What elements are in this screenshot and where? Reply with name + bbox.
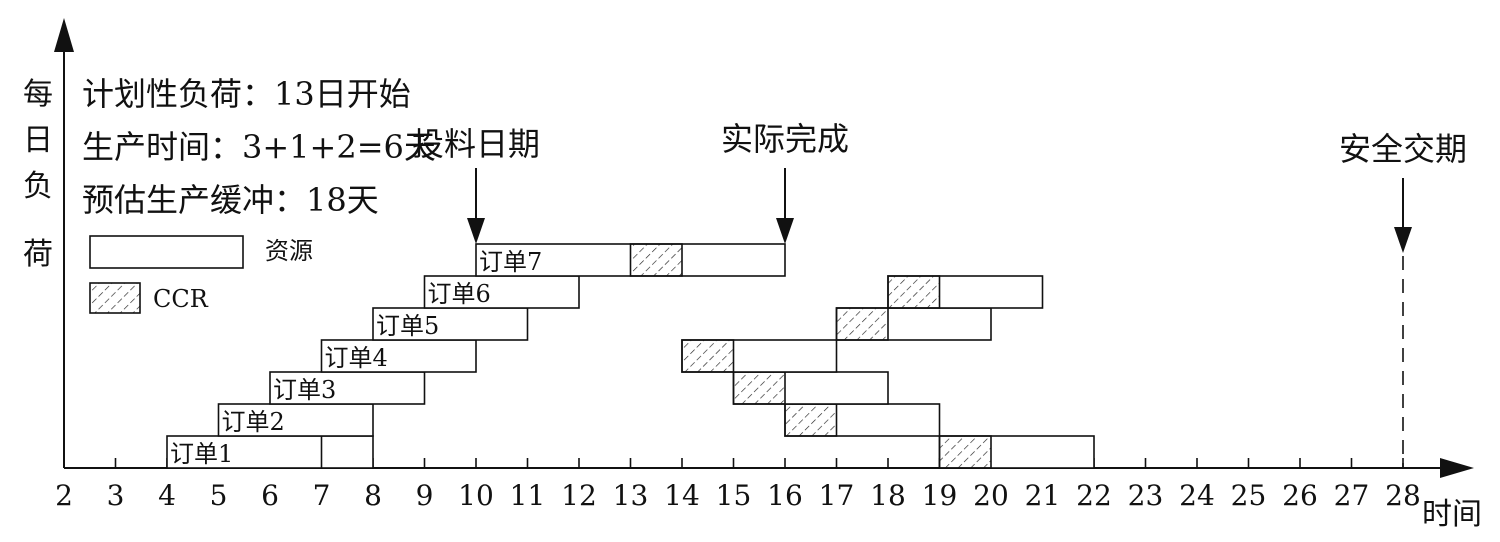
y-axis-label: 每 日 负 荷 xyxy=(23,77,53,272)
marker-actual-label: 实际完成 xyxy=(721,120,849,158)
marker-safe-arrowhead xyxy=(1394,227,1412,253)
x-tick-label: 4 xyxy=(158,479,176,512)
y-axis-label-char: 日 xyxy=(23,123,53,158)
y-axis-arrow xyxy=(54,18,74,52)
x-axis-arrow xyxy=(1440,458,1474,478)
legend: 资源 CCR xyxy=(89,235,313,314)
ccr-segment xyxy=(681,339,735,373)
x-tick-label: 20 xyxy=(973,479,1009,512)
x-tick-label: 18 xyxy=(870,479,906,512)
legend-resource-swatch xyxy=(89,235,244,269)
x-tick-label: 7 xyxy=(313,479,331,512)
order-bar xyxy=(217,403,374,437)
order-bar xyxy=(269,371,426,405)
marker-actual-arrowhead xyxy=(776,218,794,244)
info-block: 计划性负荷：13日开始 生产时间：3+1+2=6天 预估生产缓冲：18天 xyxy=(82,75,436,219)
legend-ccr-swatch xyxy=(89,282,141,314)
ccr-segment xyxy=(732,371,786,405)
order-label: 订单1 xyxy=(170,440,233,468)
order-label: 订单2 xyxy=(222,408,285,436)
x-tick-label: 3 xyxy=(107,479,125,512)
gantt-bars: 订单1 订单2 订单3 订单4 订单5 订单6 订单7 xyxy=(166,243,1095,469)
x-tick-label: 16 xyxy=(767,479,803,512)
ccr-segment xyxy=(784,403,838,437)
x-tick-label: 13 xyxy=(613,479,649,512)
marker-actual: 实际完成 xyxy=(721,120,849,244)
x-tick-label: 19 xyxy=(922,479,958,512)
y-axis-label-char: 每 xyxy=(23,77,53,112)
marker-safe: 安全交期 xyxy=(1339,130,1467,468)
order-label: 订单6 xyxy=(428,280,491,308)
marker-release-label: 投料日期 xyxy=(412,125,540,163)
x-tick-label: 2 xyxy=(55,479,73,512)
x-tick-label: 6 xyxy=(261,479,279,512)
x-tick-label: 8 xyxy=(364,479,382,512)
order-label: 订单7 xyxy=(479,248,542,276)
order-label: 订单4 xyxy=(325,344,388,372)
order-label: 订单3 xyxy=(273,376,336,404)
x-tick-label: 21 xyxy=(1025,479,1061,512)
y-axis-label-char: 荷 xyxy=(23,237,53,272)
info-line-schedule: 计划性负荷：13日开始 xyxy=(82,75,411,113)
y-axis-label-char: 负 xyxy=(23,169,53,204)
x-tick-label: 22 xyxy=(1076,479,1112,512)
ccr-segment xyxy=(938,435,992,469)
x-tick-label: 17 xyxy=(819,479,855,512)
info-line-production-time: 生产时间：3+1+2=6天 xyxy=(82,128,436,166)
x-tick-label: 15 xyxy=(716,479,752,512)
x-axis-label: 时间 xyxy=(1422,497,1482,532)
x-tick-label: 24 xyxy=(1179,479,1215,512)
x-tick-label: 12 xyxy=(561,479,597,512)
x-tick-label: 25 xyxy=(1231,479,1267,512)
marker-safe-label: 安全交期 xyxy=(1339,130,1467,168)
order-bar xyxy=(166,435,374,469)
ccr-segment xyxy=(629,243,683,277)
legend-resource-label: 资源 xyxy=(265,237,313,265)
marker-release-arrowhead xyxy=(467,218,485,244)
x-tick-label: 10 xyxy=(458,479,494,512)
x-tick-label: 9 xyxy=(416,479,434,512)
order-bar xyxy=(372,307,529,341)
x-tick-label: 26 xyxy=(1282,479,1318,512)
x-tick-label: 5 xyxy=(210,479,228,512)
legend-ccr-label: CCR xyxy=(153,285,209,313)
x-tick-label: 27 xyxy=(1334,479,1370,512)
x-tick-label: 11 xyxy=(510,479,546,512)
order-label: 订单5 xyxy=(376,312,439,340)
x-tick-label: 14 xyxy=(664,479,700,512)
ccr-segment xyxy=(835,307,889,341)
order-bar xyxy=(320,339,477,373)
x-tick-label: 28 xyxy=(1385,479,1421,512)
info-line-buffer: 预估生产缓冲：18天 xyxy=(82,181,379,219)
ccr-segment xyxy=(887,275,941,309)
x-tick-label: 23 xyxy=(1128,479,1164,512)
marker-release: 投料日期 xyxy=(412,125,540,244)
